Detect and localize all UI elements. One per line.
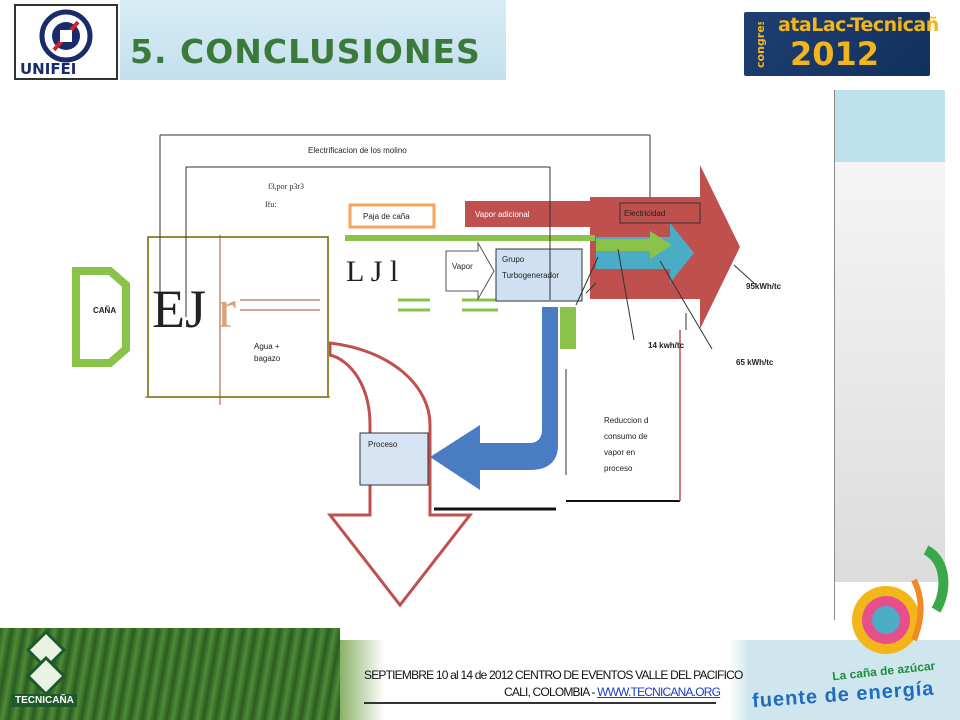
tecnicana-emblem-icon	[25, 629, 67, 697]
reduction-label-3: vapor en	[604, 448, 635, 457]
steam-arrow	[445, 241, 495, 301]
turbogenerator-label-2: Turbogenerador	[502, 271, 559, 280]
event-dates-text: SEPTIEMBRE 10 al 14 de 2012 CENTRO DE EV…	[364, 668, 743, 682]
extra-steam-label: Vapor adicional	[475, 210, 530, 219]
event-location-text: CALI, COLOMBIA - WWW.TECNICANA.ORG	[504, 685, 721, 699]
unifei-emblem-icon	[39, 9, 93, 63]
tecnicana-logo-label: TECNICAÑA	[12, 694, 77, 707]
page-title: 5. CONCLUSIONES	[130, 32, 481, 71]
website-link[interactable]: WWW.TECNICANA.ORG	[597, 685, 721, 699]
right-panel-top	[835, 90, 945, 162]
reduction-label-1: Reduccion d	[604, 416, 648, 425]
congress-logo-side: congreso	[748, 11, 770, 70]
footer-divider	[364, 702, 716, 704]
energy-flow-diagram: Electrificacion de los molino f3,por p3r…	[32, 91, 832, 621]
process-label: Proceso	[368, 440, 398, 449]
ocr-note-1: f3,por p3r3	[268, 182, 304, 191]
slide-border-line	[834, 90, 835, 620]
kwh-95-label: 95kWh/tc	[746, 282, 782, 291]
electrification-label: Electrificacion de los molino	[308, 146, 407, 155]
water-label-2: bagazo	[254, 354, 281, 363]
event-city: CALI, COLOMBIA -	[504, 685, 598, 699]
blue-return-arrow	[430, 307, 558, 490]
steam-label: Vapor	[452, 262, 473, 271]
cane-label: CAÑA	[93, 306, 116, 315]
right-panel-middle	[835, 162, 945, 582]
turbogenerator-label-1: Grupo	[502, 255, 525, 264]
process-box	[359, 432, 429, 486]
ocr-big-text-1: EJ	[152, 279, 206, 339]
congress-side-text: congreso	[754, 22, 767, 68]
reduction-label-2: consumo de	[604, 432, 648, 441]
decorative-flower	[826, 540, 950, 660]
straw-label: Paja de caña	[363, 212, 410, 221]
green-arrow	[596, 231, 672, 259]
cane-bracket	[72, 267, 130, 367]
congress-logo	[744, 12, 930, 76]
unifei-logo-text: UNIFEI	[20, 60, 77, 78]
congress-year: 2012	[790, 35, 880, 73]
tecnicana-logo	[8, 628, 84, 708]
ocr-note-2: Ifu:	[265, 200, 277, 209]
green-vertical-bar	[560, 307, 576, 349]
ocr-mid-text: L J l	[346, 255, 398, 288]
teal-arrow	[596, 223, 694, 283]
extra-steam-bar	[465, 201, 590, 227]
congress-title: ataLac-Tecnicañ	[778, 14, 939, 36]
green-flow-bar	[345, 235, 595, 241]
unifei-logo	[14, 4, 118, 80]
turbogenerator-box	[495, 248, 583, 302]
water-label-1: Agua +	[254, 342, 280, 351]
kwh-14-label: 14 kwh/tc	[648, 341, 685, 350]
ocr-big-text-2: r	[218, 279, 236, 339]
kwh-65-label: 65 kWh/tc	[736, 358, 774, 367]
straw-box	[348, 203, 436, 229]
reduction-label-4: proceso	[604, 464, 633, 473]
electricity-label: Electricidad	[624, 209, 665, 218]
header-band	[120, 0, 506, 80]
